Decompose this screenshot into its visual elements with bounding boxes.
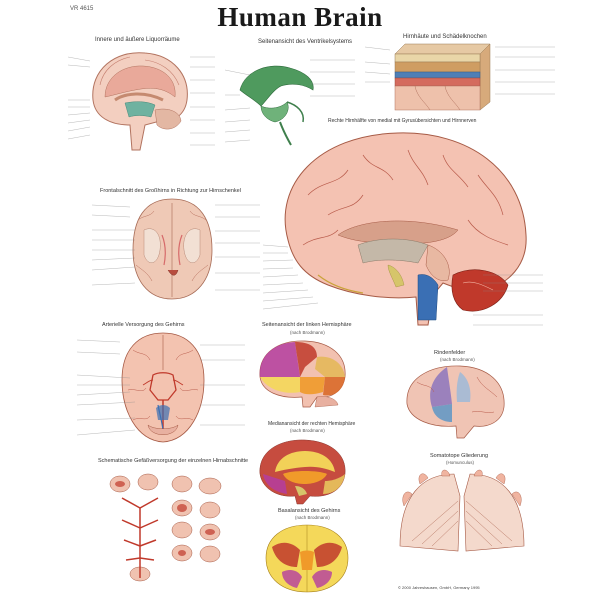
caption-somatotopic: Somatotope Gliederung bbox=[430, 453, 489, 459]
copyright-notice: © 2000 Jahreshausen, GmbH, Germany 1995 bbox=[398, 585, 480, 590]
caption-basal-surface: Basalansicht des Gehirns bbox=[278, 508, 341, 514]
subcaption-somatotopic: (Homunculus) bbox=[446, 460, 475, 465]
homunculus-illustration bbox=[399, 469, 525, 552]
label-leaders-panel6 bbox=[76, 339, 245, 436]
medial-hemisphere-illustration bbox=[259, 439, 346, 505]
large-sagittal-brain-illustration bbox=[284, 132, 527, 326]
basal-surface-illustration bbox=[265, 524, 349, 593]
caption-frontal: Frontalschnitt des Großhirns in Richtung… bbox=[100, 188, 241, 194]
label-leaders-panel3 bbox=[364, 46, 555, 95]
sagittal-brain-illustration-small bbox=[92, 52, 188, 151]
basal-brain-arteries-illustration bbox=[121, 332, 205, 443]
vascular-scheme-illustration bbox=[109, 473, 222, 582]
caption-lateral-hemisphere: Seitenansicht der linken Hemisphäre bbox=[262, 322, 352, 328]
ventricle-system-illustration bbox=[239, 65, 314, 146]
caption-medial-right: Medianansicht der rechten Hemisphäre bbox=[268, 421, 356, 427]
poster-title: Human Brain bbox=[217, 2, 383, 32]
caption-inner-outer: Innere und äußere Liquorräume bbox=[95, 37, 180, 43]
caption-brodmann: Rindenfelder bbox=[434, 350, 466, 356]
frontal-section-illustration bbox=[132, 198, 213, 300]
caption-sagittal: Rechte Hirnhälfte von medial mit Gyrusüb… bbox=[328, 118, 477, 124]
caption-ventricles: Seitenansicht des Ventrikelsystems bbox=[258, 39, 353, 45]
subcaption-lateral-hemisphere: (nach Brodmann) bbox=[290, 330, 325, 335]
caption-meninges: Hirnhäute und Schädelknochen bbox=[403, 34, 487, 40]
copyright-text: © 2000 Jahreshausen, GmbH, Germany 1995 bbox=[398, 585, 480, 590]
label-leaders-panel2 bbox=[224, 59, 355, 143]
brodmann-areas-illustration bbox=[406, 365, 505, 439]
meninges-block-illustration bbox=[394, 43, 491, 111]
caption-basal-arterial: Arterielle Versorgung des Gehirns bbox=[102, 322, 185, 328]
subcaption-medial-right: (nach Brodmann) bbox=[290, 428, 325, 433]
label-leaders-panel1 bbox=[67, 56, 215, 146]
label-leaders-panel5 bbox=[91, 204, 260, 291]
subcaption-basal-surface: (nach Brodmann) bbox=[295, 515, 330, 520]
label-leaders-panel4 bbox=[262, 244, 543, 326]
caption-vascular-scheme: Schematische Gefäßversorgung der einzeln… bbox=[98, 458, 249, 464]
product-code: VR 4615 bbox=[70, 6, 94, 12]
lateral-hemisphere-illustration bbox=[259, 340, 346, 408]
subcaption-brodmann: (nach Brodmann) bbox=[440, 357, 475, 362]
